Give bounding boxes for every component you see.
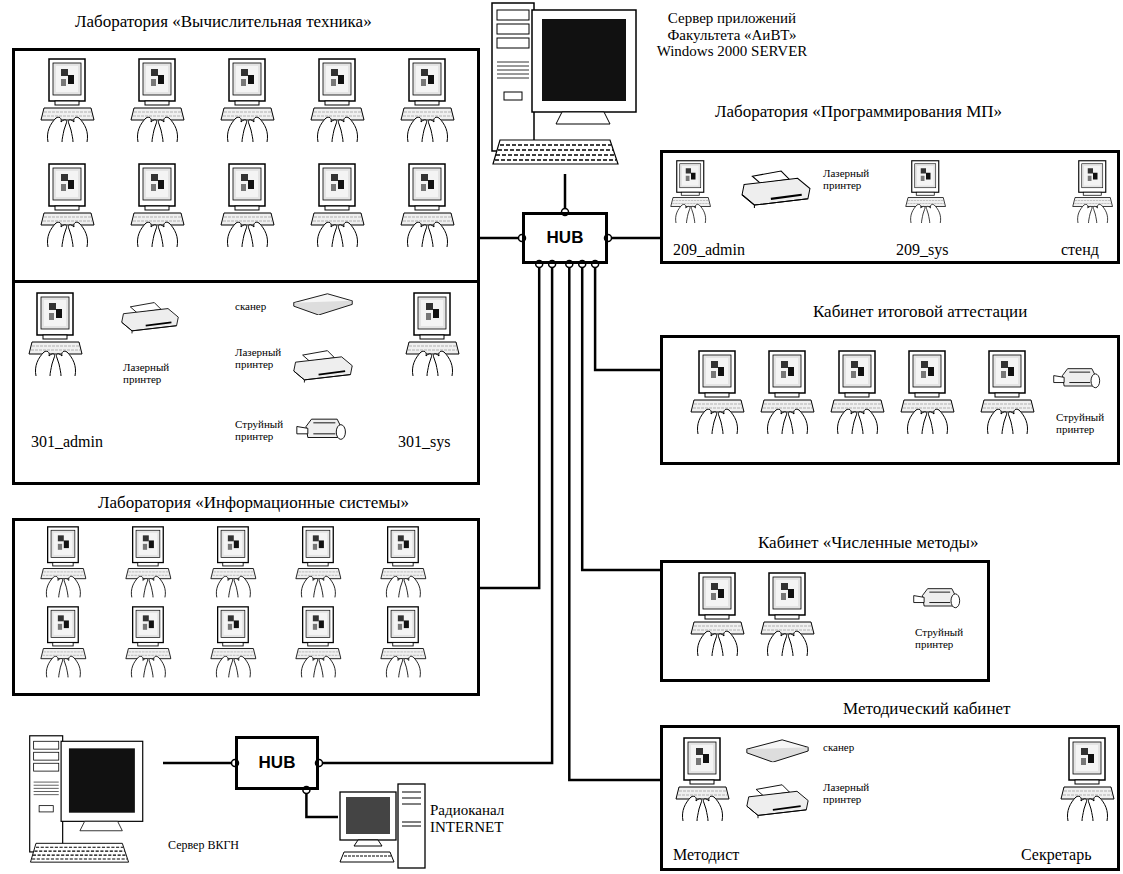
computer-icon [296, 607, 341, 678]
device-label: 209_admin [673, 241, 745, 259]
node-heading: Радиоканал INTERNET [430, 802, 530, 835]
hub-label: HUB [547, 229, 584, 248]
computer-icon [831, 351, 884, 434]
device-label: сканер [235, 300, 266, 312]
device-label: 209_sys [896, 241, 948, 259]
room-box: Кабинет итоговой аттестацииСтруйный прин… [660, 335, 1120, 465]
computer-icon [131, 59, 184, 142]
node-heading: Сервер приложений Факультета «АиВТ» Wind… [642, 10, 822, 60]
device-label: 301_sys [398, 433, 450, 451]
device-label: 301_admin [31, 433, 103, 451]
device-label: сканер [823, 741, 854, 753]
network-cable [608, 237, 660, 240]
network-hub: HUB [235, 736, 319, 790]
device-label: Лазерный принтер [823, 167, 883, 191]
computer-icon [671, 161, 711, 223]
computer-icon [406, 293, 459, 376]
server-icon [492, 3, 636, 164]
computer-icon [41, 164, 94, 247]
computer-icon [29, 293, 82, 376]
node-heading: Лаборатория «Вычислительная техника» [75, 13, 372, 32]
node-heading: Лаборатория «Программирования МП» [715, 103, 1002, 122]
computer-icon [126, 527, 171, 598]
room-box: Методический кабинетсканерЛазерный принт… [660, 725, 1120, 871]
computer-icon [906, 161, 946, 223]
lab-box: Лазерный принтер сканерЛазерный принтерСт… [12, 280, 480, 485]
device-label: Секретарь [1021, 846, 1091, 864]
network-cable [319, 264, 552, 763]
computer-icon [381, 527, 426, 598]
lab-box: Лаборатория «Информационные системы» [12, 518, 480, 696]
computer-icon [41, 59, 94, 142]
network-cable [163, 762, 235, 765]
laser-printer-icon [294, 351, 352, 383]
computer-icon [761, 351, 814, 434]
lab-box: Лаборатория «Программирования МП»209_adm… [660, 150, 1120, 264]
room-box: Кабинет «Численные методы»Струйный принт… [660, 560, 990, 682]
inkjet-printer-icon [297, 419, 346, 439]
laser-printer-icon [742, 171, 810, 208]
computer-icon [311, 59, 364, 142]
laser-printer-icon [122, 303, 179, 334]
network-cable [595, 264, 660, 370]
computer-icon [381, 607, 426, 678]
device-label: Методист [673, 846, 739, 864]
computer-icon [221, 59, 274, 142]
computer-icon [211, 527, 256, 598]
node-heading: Лаборатория «Информационные системы» [98, 494, 409, 513]
node-heading: Кабинет итоговой аттестации [813, 303, 1027, 322]
device-label: Лазерный принтер [235, 346, 295, 370]
vkgn-server: Сервер ВКГН [28, 735, 163, 870]
network-cable [480, 264, 539, 588]
scanner-icon [294, 294, 352, 315]
server-icon [30, 736, 143, 862]
laser-printer-icon [747, 785, 808, 818]
computer-icon [981, 351, 1034, 434]
workstation-icon [340, 784, 425, 868]
device-label: Лазерный принтер [123, 361, 183, 385]
device-label: Струйный принтер [915, 626, 975, 650]
inkjet-printer-icon [914, 589, 960, 608]
network-cable [480, 237, 522, 240]
computer-icon [691, 573, 744, 656]
device-label: Струйный принтер [1056, 411, 1114, 435]
network-cable [306, 790, 338, 817]
internet-radio-link: Радиоканал INTERNET [338, 782, 428, 870]
computer-icon [296, 527, 341, 598]
device-label: Струйный принтер [235, 418, 295, 442]
computer-icon [691, 351, 744, 434]
application-server: Сервер приложений Факультета «АиВТ» Wind… [490, 2, 640, 174]
network-cable [564, 174, 567, 212]
lab-box: Лаборатория «Вычислительная техника» [12, 48, 480, 283]
scanner-icon [747, 740, 808, 762]
computer-icon [401, 164, 454, 247]
computer-icon [1073, 161, 1113, 223]
network-cable [582, 264, 660, 570]
computer-icon [676, 738, 729, 821]
inkjet-printer-icon [1054, 369, 1100, 388]
hub-label: HUB [259, 754, 296, 773]
network-hub: HUB [522, 212, 608, 264]
node-heading: Кабинет «Численные методы» [758, 534, 978, 553]
node-heading: Сервер ВКГН [168, 839, 239, 852]
device-label: Лазерный принтер [823, 781, 883, 805]
computer-icon [901, 351, 954, 434]
computer-icon [401, 59, 454, 142]
computer-icon [221, 164, 274, 247]
computer-icon [41, 607, 86, 678]
computer-icon [311, 164, 364, 247]
device-label: стенд [1061, 241, 1099, 259]
computer-icon [131, 164, 184, 247]
computer-icon [211, 607, 256, 678]
computer-icon [1061, 738, 1114, 821]
node-heading: Методический кабинет [843, 700, 1011, 719]
network-cable [569, 264, 660, 780]
computer-icon [41, 527, 86, 598]
computer-icon [761, 573, 814, 656]
computer-icon [126, 607, 171, 678]
